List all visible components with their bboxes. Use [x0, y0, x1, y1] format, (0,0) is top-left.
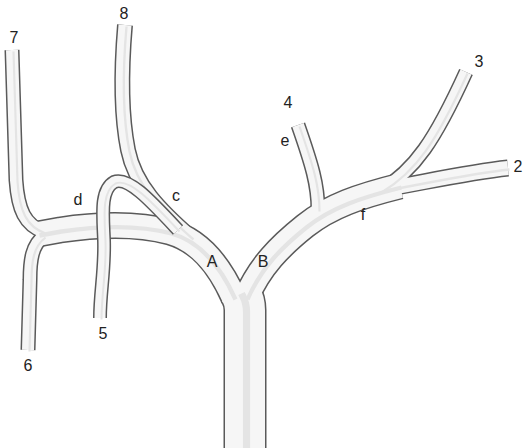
- vessel-shading: [14, 52, 46, 234]
- vessel-shading: [387, 170, 510, 191]
- vessel-lumen: [100, 181, 178, 318]
- callout-label: 8: [120, 6, 129, 22]
- vessel-shading: [242, 294, 247, 448]
- crossing-vessel: [100, 181, 180, 319]
- callout-label: 5: [99, 326, 108, 342]
- callout-label: 4: [284, 95, 293, 111]
- vessel-shading: [102, 183, 180, 320]
- vessel-shading: [30, 238, 46, 352]
- callout-label: d: [74, 192, 83, 208]
- callout-label: e: [281, 133, 290, 149]
- callout-label: f: [361, 207, 365, 223]
- vessel-shading: [248, 188, 402, 300]
- vessel-shading: [382, 74, 468, 193]
- vessel-shading: [300, 127, 320, 212]
- vessel-lumen: [298, 125, 318, 210]
- callout-label: A: [207, 254, 218, 270]
- vessel-outline: [38, 226, 234, 298]
- callout-label: 6: [24, 358, 33, 374]
- vessel-lumen: [380, 72, 466, 191]
- callout-label: 2: [514, 159, 523, 175]
- vessel-shading: [40, 227, 236, 299]
- vessel-tree: [12, 25, 510, 448]
- callout-label: 7: [10, 30, 19, 46]
- vessel-outline: [298, 125, 318, 210]
- vessel-lumen: [38, 226, 234, 298]
- callout-label: 3: [475, 54, 484, 70]
- vessel-outline: [100, 181, 178, 318]
- callout-label: B: [258, 254, 269, 270]
- callout-label: c: [172, 188, 180, 204]
